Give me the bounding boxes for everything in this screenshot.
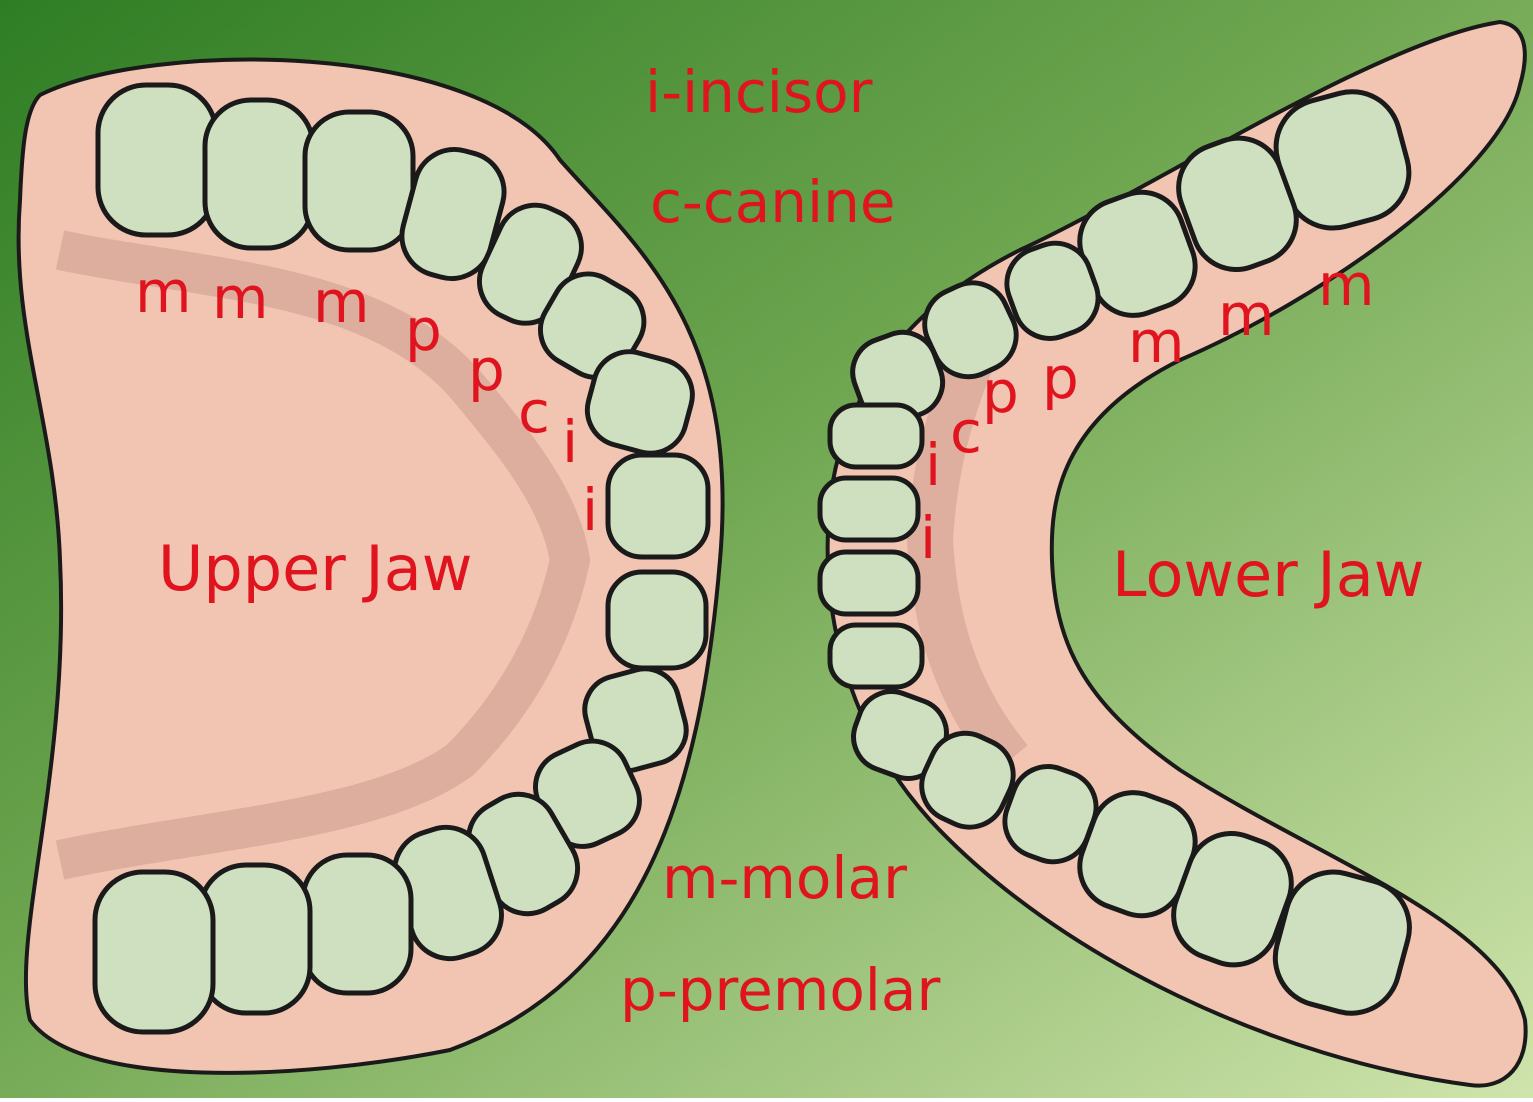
lower-label-incisor-1: i	[925, 431, 941, 499]
legend-incisor: i-incisor	[645, 58, 873, 126]
legend-premolar: p-premolar	[620, 956, 940, 1024]
lower-label-molar-3: m	[1128, 308, 1185, 376]
upper-molar-tooth	[305, 112, 413, 250]
lower-label-premolar-1: p	[1042, 344, 1079, 412]
legend-canine: c-canine	[650, 168, 896, 236]
upper-label-premolar-2: p	[468, 336, 505, 404]
upper-incisor-tooth	[608, 572, 706, 668]
lower-jaw-title: Lower Jaw	[1112, 538, 1424, 611]
lower-label-molar-2: m	[1218, 281, 1275, 349]
upper-label-premolar-1: p	[405, 296, 442, 364]
upper-molar-tooth	[95, 872, 213, 1032]
upper-molar-tooth	[98, 85, 216, 235]
upper-molar-tooth	[303, 855, 411, 993]
lower-label-premolar-2: p	[982, 358, 1019, 426]
lower-label-incisor-2: i	[920, 504, 936, 572]
upper-label-molar-3: m	[313, 268, 370, 336]
upper-jaw-title: Upper Jaw	[158, 532, 472, 605]
upper-label-molar-1: m	[135, 258, 192, 326]
upper-label-incisor-2: i	[582, 476, 598, 544]
lower-label-canine: c	[950, 398, 982, 466]
upper-label-molar-2: m	[212, 264, 269, 332]
upper-molar-tooth	[205, 100, 313, 248]
legend-molar: m-molar	[662, 844, 907, 912]
lower-incisor-tooth	[820, 478, 918, 540]
lower-incisor-tooth	[830, 625, 922, 687]
lower-label-molar-1: m	[1318, 251, 1375, 319]
lower-incisor-tooth	[830, 405, 922, 467]
upper-label-incisor-1: i	[562, 408, 578, 476]
upper-label-canine: c	[518, 378, 550, 446]
upper-incisor-tooth	[608, 455, 708, 557]
upper-molar-tooth	[200, 865, 310, 1013]
lower-incisor-tooth	[820, 552, 918, 614]
